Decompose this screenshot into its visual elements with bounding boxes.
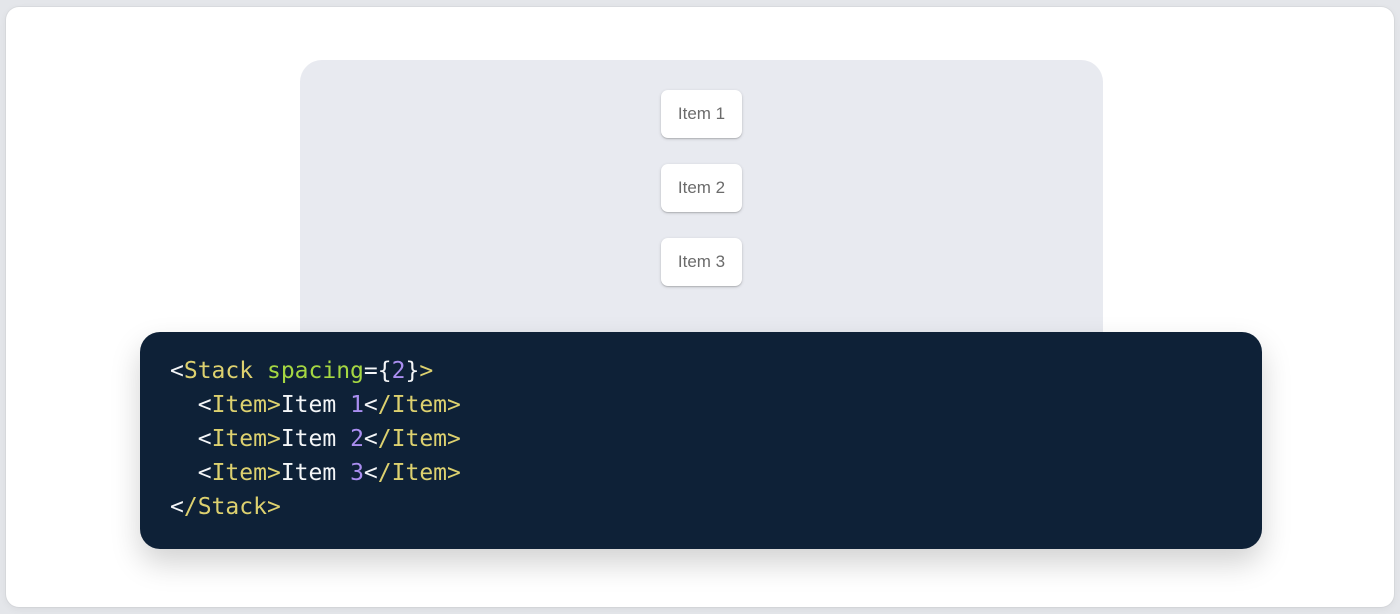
code-token-tag: > bbox=[419, 358, 434, 384]
code-token-plain bbox=[170, 392, 198, 418]
code-token-punc: ={ bbox=[363, 358, 392, 384]
code-token-tag: Item> bbox=[211, 392, 281, 418]
code-token-punc: < bbox=[363, 426, 378, 452]
code-line: <Item>Item 3</Item> bbox=[170, 456, 1232, 490]
code-token-tag: Item> bbox=[211, 460, 281, 486]
code-token-num: 2 bbox=[350, 426, 364, 452]
code-line: <Item>Item 2</Item> bbox=[170, 422, 1232, 456]
code-token-punc: < bbox=[197, 392, 212, 418]
code-token-plain: Item bbox=[280, 426, 351, 452]
code-token-tag: Item> bbox=[211, 426, 281, 452]
code-token-punc: } bbox=[405, 358, 420, 384]
code-token-num: 3 bbox=[350, 460, 364, 486]
code-token-plain bbox=[170, 426, 198, 452]
code-line: </Stack> bbox=[170, 490, 1232, 524]
code-token-punc: < bbox=[363, 392, 378, 418]
code-token-tag: Stack bbox=[183, 358, 254, 384]
code-token-tag: /Stack> bbox=[183, 494, 281, 520]
code-token-punc: < bbox=[197, 426, 212, 452]
code-token-plain bbox=[170, 460, 198, 486]
code-token-num: 1 bbox=[350, 392, 364, 418]
code-token-attr: spacing bbox=[266, 358, 364, 384]
code-token-plain bbox=[253, 358, 267, 384]
code-line: <Stack spacing={2}> bbox=[170, 354, 1232, 388]
code-token-tag: /Item> bbox=[377, 426, 461, 452]
stack-item: Item 1 bbox=[661, 90, 742, 138]
code-token-tag: /Item> bbox=[377, 460, 461, 486]
code-token-punc: < bbox=[363, 460, 378, 486]
code-token-tag: /Item> bbox=[377, 392, 461, 418]
stack-item: Item 2 bbox=[661, 164, 742, 212]
code-token-punc: < bbox=[170, 494, 184, 520]
stack-item: Item 3 bbox=[661, 238, 742, 286]
code-token-plain: Item bbox=[280, 392, 351, 418]
code-line: <Item>Item 1</Item> bbox=[170, 388, 1232, 422]
code-content: <Stack spacing={2}> <Item>Item 1</Item> … bbox=[170, 354, 1232, 524]
code-token-plain: Item bbox=[280, 460, 351, 486]
code-token-punc: < bbox=[170, 358, 184, 384]
code-snippet-block: <Stack spacing={2}> <Item>Item 1</Item> … bbox=[140, 332, 1262, 549]
code-token-num: 2 bbox=[391, 358, 406, 384]
code-token-punc: < bbox=[197, 460, 212, 486]
